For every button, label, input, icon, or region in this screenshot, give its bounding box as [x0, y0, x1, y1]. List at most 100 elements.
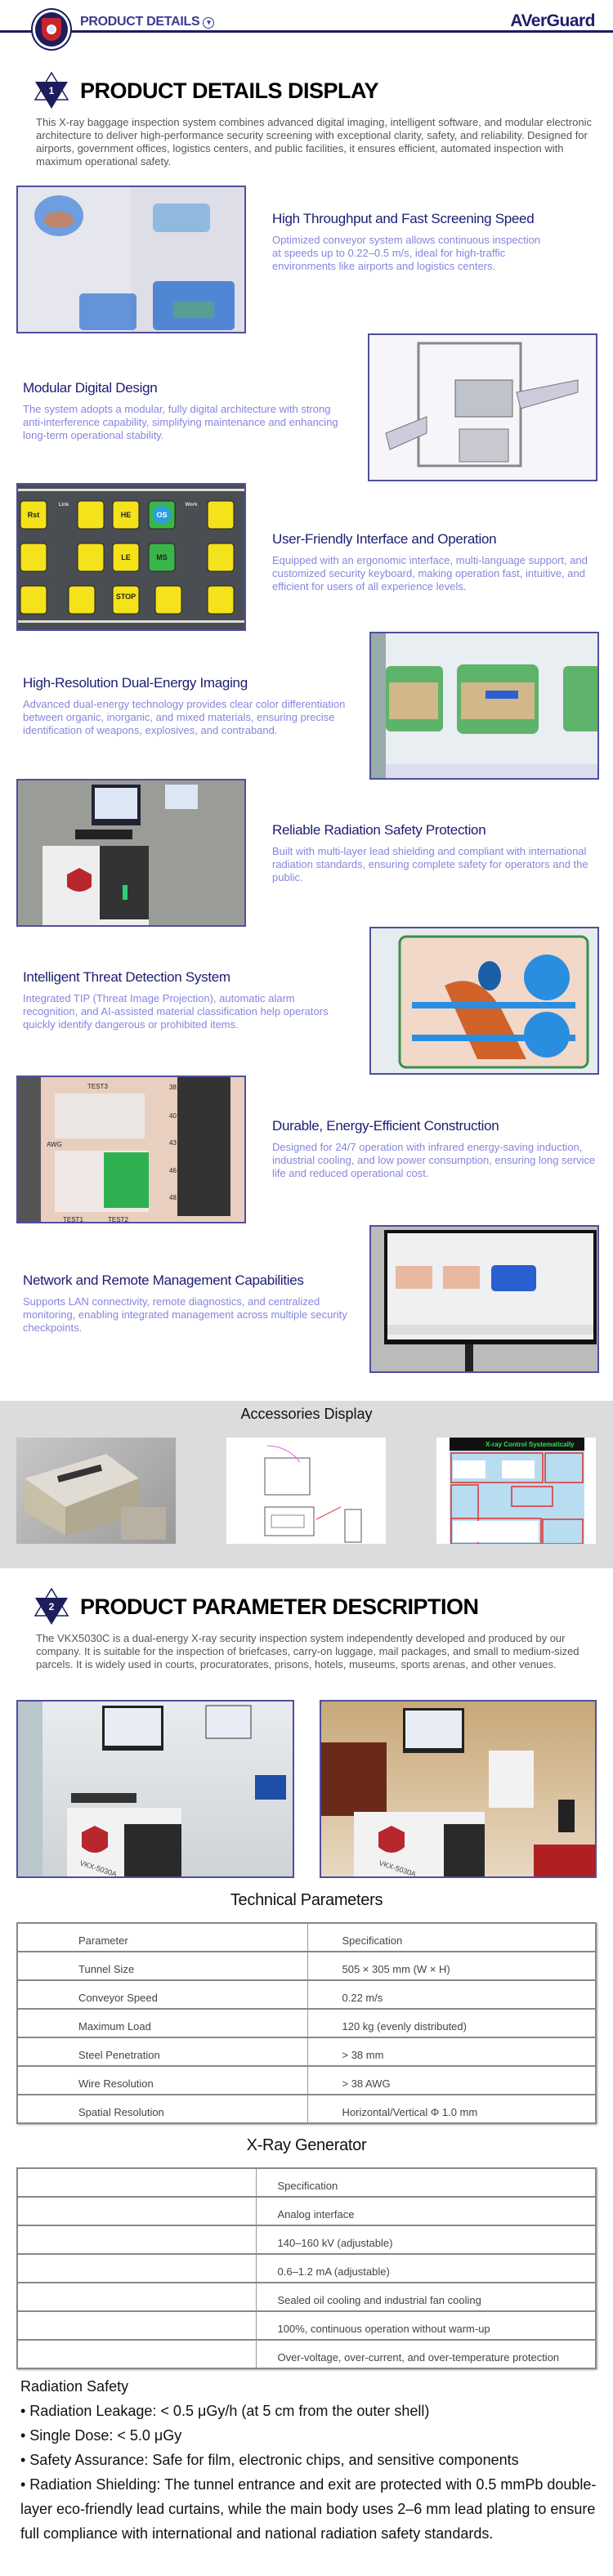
param-cell: Maximum Load — [16, 2008, 308, 2038]
table-row: 100%, continuous operation without warm-… — [16, 2310, 597, 2341]
radiation-safety: Radiation Safety • Radiation Leakage: < … — [20, 2374, 601, 2546]
xray-scan-collage-image — [16, 186, 246, 333]
list-item: • Radiation Shielding: The tunnel entran… — [20, 2476, 597, 2542]
svg-text:1: 1 — [49, 85, 55, 96]
spec-cell: Specification — [306, 1922, 597, 1952]
list-item: • Safety Assurance: Safe for film, elect… — [20, 2452, 519, 2468]
installation-photo-hotel: VKX-5030A — [320, 1700, 597, 1878]
radiation-safety-title: Radiation Safety — [20, 2378, 129, 2395]
svg-text:43: 43 — [169, 1139, 177, 1147]
header-title[interactable]: PRODUCT DETAILS▾ — [80, 15, 215, 29]
viking-logo — [33, 10, 70, 49]
spec-cell: 140–160 kV (adjustable) — [255, 2225, 597, 2255]
table-row: Steel Penetration> 38 mm — [16, 2037, 597, 2067]
svg-text:OS: OS — [156, 511, 167, 519]
svg-text:X-ray Control Systematically: X-ray Control Systematically — [485, 1441, 575, 1448]
brand-logo: AVerGuard — [510, 11, 595, 30]
feature-item: Network and Remote Management Capabiliti… — [23, 1272, 347, 1334]
xray-generator-title: X-Ray Generator — [246, 2136, 367, 2154]
spec-cell: Over-voltage, over-current, and over-tem… — [255, 2339, 597, 2369]
list-item: • Single Dose: < 5.0 μGy — [20, 2427, 182, 2444]
table-row: Analog interface — [16, 2196, 597, 2226]
spec-cell: > 38 AWG — [306, 2065, 597, 2095]
svg-text:48: 48 — [169, 1194, 177, 1201]
svg-text:MS: MS — [156, 553, 168, 561]
svg-text:AWG: AWG — [47, 1141, 62, 1148]
param-cell: Steel Penetration — [16, 2037, 308, 2067]
param-cell: Tunnel Size — [16, 1951, 308, 1981]
svg-text:Work: Work — [186, 503, 199, 508]
xray-generator-tank-image — [16, 1438, 176, 1544]
circle-chevron-down-icon[interactable]: ▾ — [203, 17, 215, 29]
svg-text:46: 46 — [169, 1167, 177, 1174]
security-keyboard-image: Link Work Rst HE OS LE MS STOP — [16, 483, 246, 631]
spec-cell: 505 × 305 mm (W × H) — [306, 1951, 597, 1981]
section-number-badge: 2 — [34, 1588, 69, 1625]
table-row: Sealed oil cooling and industrial fan co… — [16, 2282, 597, 2312]
svg-text:TEST3: TEST3 — [87, 1083, 108, 1090]
spec-cell: Horizontal/Vertical Φ 1.0 mm — [306, 2094, 597, 2124]
feature-item: High Throughput and Fast Screening Speed… — [272, 211, 541, 272]
param-cell — [16, 2282, 257, 2312]
spec-cell: Specification — [255, 2167, 597, 2198]
spec-cell: > 38 mm — [306, 2037, 597, 2067]
param-cell — [16, 2339, 257, 2369]
section-title: PRODUCT PARAMETER DESCRIPTION — [80, 1594, 479, 1619]
svg-text:HE: HE — [121, 511, 132, 519]
table-row: Specification — [16, 2167, 597, 2198]
tech-params-title: Technical Parameters — [230, 1891, 383, 1909]
installation-photo-lobby: VKX-5030A — [16, 1700, 294, 1878]
header-divider — [0, 30, 613, 33]
spec-cell: 100%, continuous operation without warm-… — [255, 2310, 597, 2341]
svg-text:Link: Link — [59, 503, 69, 508]
svg-text:TEST1: TEST1 — [63, 1216, 83, 1223]
section-intro: The VKX5030C is a dual-energy X-ray secu… — [36, 1632, 579, 1670]
section-title: PRODUCT DETAILS DISPLAY — [80, 78, 379, 103]
table-row: 0.6–1.2 mA (adjustable) — [16, 2253, 597, 2283]
svg-text:Rst: Rst — [28, 511, 40, 519]
threat-detection-scan-image — [369, 927, 599, 1075]
svg-text:STOP: STOP — [116, 593, 136, 601]
svg-text:LE: LE — [121, 553, 131, 561]
spec-cell: 120 kg (evenly distributed) — [306, 2008, 597, 2038]
param-cell: Parameter — [16, 1922, 308, 1952]
param-cell: Conveyor Speed — [16, 1979, 308, 2010]
table-row: 140–160 kV (adjustable) — [16, 2225, 597, 2255]
xray-control-software-image: X-ray Control Systematically — [436, 1438, 596, 1544]
xray-machine-factory-image — [16, 779, 246, 927]
param-cell — [16, 2196, 257, 2226]
monitor-remote-management-image — [369, 1225, 599, 1373]
spec-cell: 0.22 m/s — [306, 1979, 597, 2010]
svg-text:2: 2 — [49, 1601, 55, 1612]
svg-text:40: 40 — [169, 1112, 177, 1120]
spec-cell: Sealed oil cooling and industrial fan co… — [255, 2282, 597, 2312]
param-cell — [16, 2167, 257, 2198]
list-item: • Radiation Leakage: < 0.5 μGy/h (at 5 c… — [20, 2403, 430, 2419]
svg-text:TEST2: TEST2 — [108, 1216, 128, 1223]
section-number-badge: 1 — [34, 72, 69, 109]
spec-cell: Analog interface — [255, 2196, 597, 2226]
accessories-title: Accessories Display — [240, 1406, 373, 1422]
dual-energy-scan-image — [369, 632, 599, 780]
modular-design-cad-image — [368, 333, 597, 481]
spec-cell: 0.6–1.2 mA (adjustable) — [255, 2253, 597, 2283]
table-row: Wire Resolution> 38 AWG — [16, 2065, 597, 2095]
param-cell: Wire Resolution — [16, 2065, 308, 2095]
param-cell: Spatial Resolution — [16, 2094, 308, 2124]
technical-drawing-image — [226, 1438, 386, 1544]
param-cell — [16, 2253, 257, 2283]
param-cell — [16, 2225, 257, 2255]
